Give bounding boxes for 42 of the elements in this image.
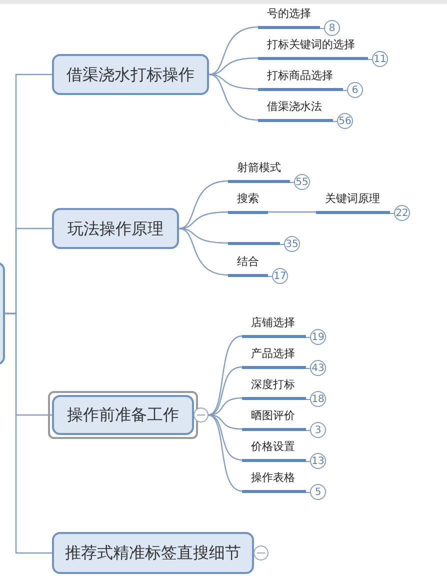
subtopic-label: 店铺选择 (242, 316, 306, 338)
connector-line (208, 74, 258, 121)
subtopic-label: 晒图评价 (242, 409, 306, 430)
connector-line (178, 180, 228, 230)
connector-line (208, 414, 242, 461)
count-badge: 5 (310, 484, 326, 500)
subtopic-label: 射箭模式 (228, 161, 290, 182)
count-badge: 13 (310, 453, 326, 469)
connector-line (208, 26, 258, 76)
count-badge: 22 (394, 205, 410, 221)
subtopic-label: 搜索 (228, 192, 268, 214)
count-badge: 17 (272, 268, 288, 284)
topic-box: 操作前准备工作 (52, 395, 194, 435)
subtopic-label: 号的选择 (258, 7, 320, 28)
count-badge: 43 (310, 360, 326, 376)
count-badge: 8 (324, 20, 340, 36)
subtopic-label: 关键词原理 (316, 192, 390, 214)
connector-line (5, 312, 52, 554)
count-badge: 35 (284, 236, 300, 252)
connector-line (268, 211, 316, 213)
subtopic-label: 打标关键词的选择 (258, 38, 368, 60)
count-badge: 11 (372, 51, 388, 67)
connector-line (208, 414, 242, 492)
count-badge: 3 (310, 422, 326, 438)
count-badge: 18 (310, 391, 326, 407)
subtopic-label: 操作表格 (242, 471, 306, 492)
count-badge: 6 (347, 82, 363, 98)
topic-box: 推荐式精准标签直搜细节 (52, 532, 254, 574)
subtopic-label: 借渠浇水法 (258, 100, 333, 122)
subtopic-label: 打标商品选择 (258, 69, 343, 90)
connector-line (208, 335, 242, 416)
subtopic-label: 结合 (228, 255, 268, 276)
subtopic-label: 价格设置 (242, 440, 306, 462)
count-badge: 56 (337, 113, 353, 129)
connector-line (178, 228, 228, 276)
topic-box: 玩法操作原理 (52, 208, 179, 249)
topic-box: 借渠浇水打标操作 (52, 54, 209, 95)
subtopic-label: 产品选择 (242, 347, 306, 368)
subtopic-label: 深度打标 (242, 378, 306, 400)
count-badge: 19 (310, 329, 326, 345)
count-badge: 55 (294, 174, 310, 190)
connector-line (208, 366, 242, 416)
